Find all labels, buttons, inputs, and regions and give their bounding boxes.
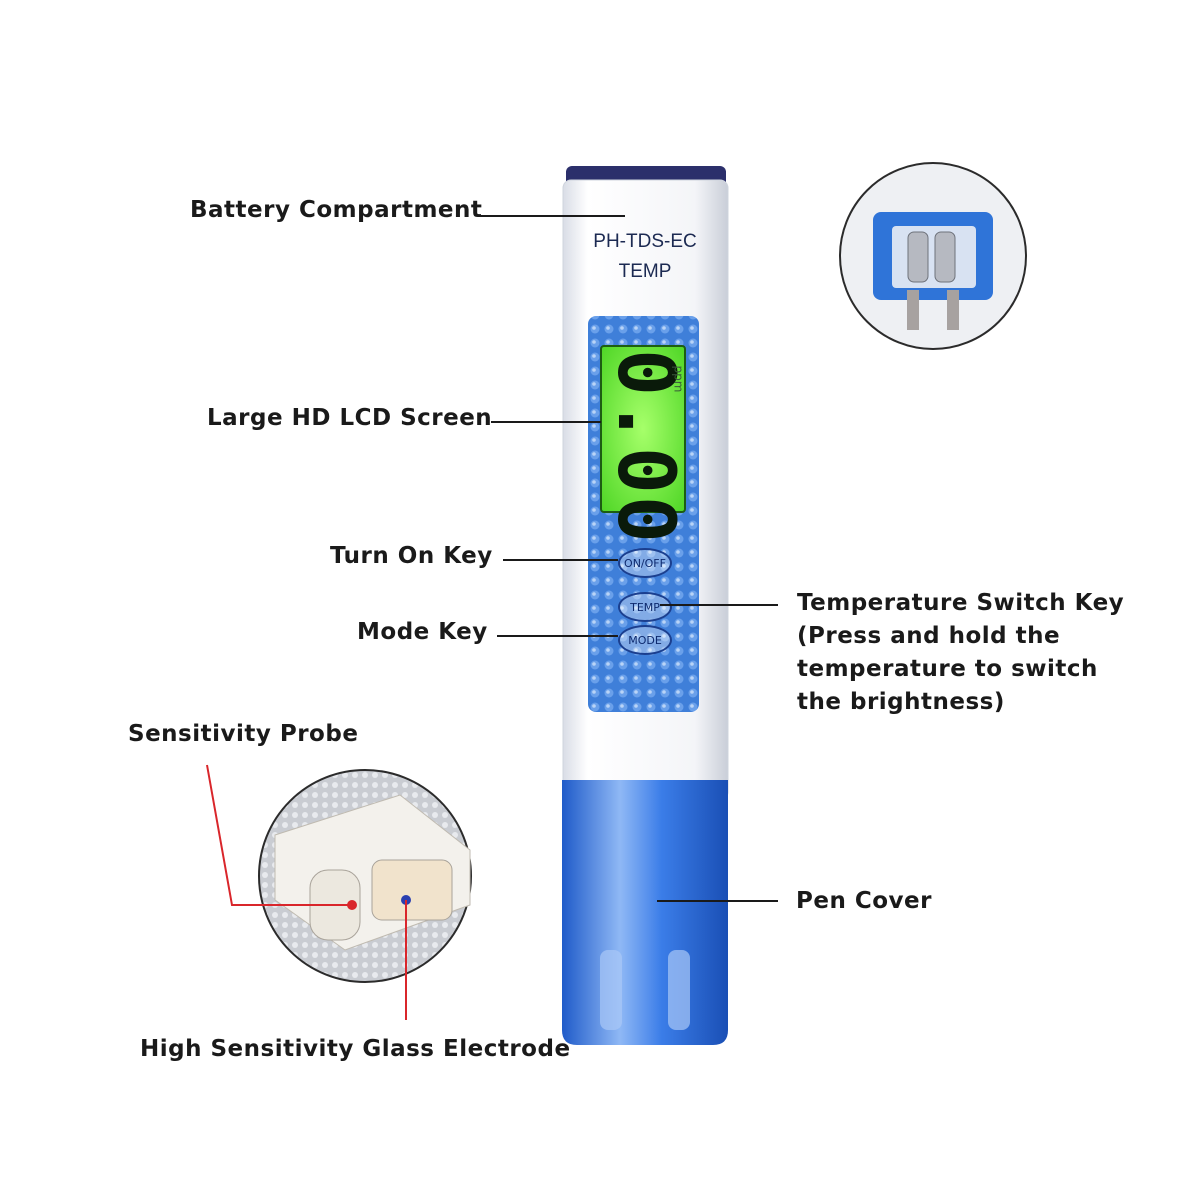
lcd-screen [600, 345, 686, 513]
leader-lcd-screen [491, 421, 601, 423]
label-temp-switch-key-line2: (Press and hold the [797, 623, 1061, 649]
mode-key[interactable]: MODE [618, 625, 672, 655]
leader-pen-cover [657, 900, 778, 902]
label-temp-switch-key-line1: Temperature Switch Key [797, 590, 1125, 616]
leader-temp-switch-key [660, 604, 778, 606]
power-key[interactable]: ON/OFF [618, 548, 672, 578]
temp-key[interactable]: TEMP [618, 592, 672, 622]
leader-turn-on-key [503, 559, 618, 561]
label-temp-switch-key-line3: temperature to switch [797, 656, 1098, 682]
leader-mode-key [497, 635, 618, 637]
model-text-line1: PH-TDS-EC [593, 231, 697, 252]
label-pen-cover: Pen Cover [796, 888, 932, 914]
label-battery-compartment: Battery Compartment [190, 197, 483, 223]
label-turn-on-key: Turn On Key [330, 543, 493, 569]
pen-cover [562, 780, 728, 1045]
label-sensitivity-probe: Sensitivity Probe [128, 721, 359, 747]
label-mode-key: Mode Key [357, 619, 488, 645]
leader-battery-compartment [481, 215, 625, 217]
model-text-line2: TEMP [618, 261, 672, 282]
lcd-unit: ppm [671, 365, 686, 393]
label-lcd-screen: Large HD LCD Screen [207, 405, 493, 431]
probe-leader-red [206, 764, 350, 906]
label-glass-electrode: High Sensitivity Glass Electrode [140, 1036, 571, 1062]
label-temp-switch-key-line4: the brightness) [797, 689, 1005, 715]
